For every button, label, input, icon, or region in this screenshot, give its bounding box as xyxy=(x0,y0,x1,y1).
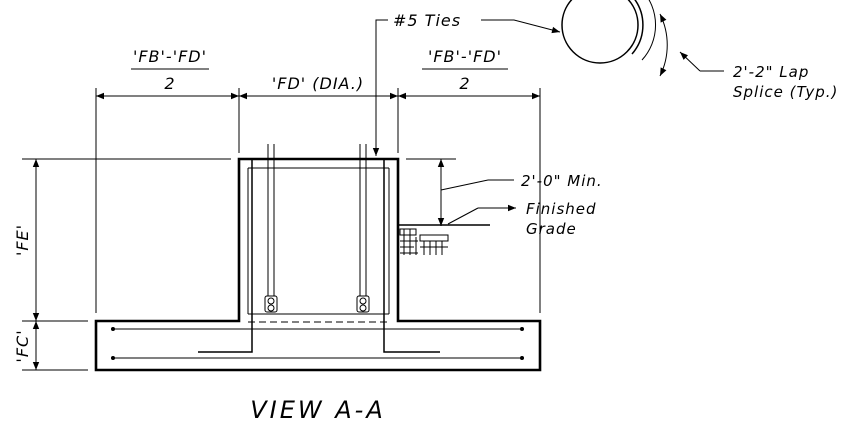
left-half-width-denominator: 2 xyxy=(164,74,175,93)
view-title: VIEW A-A xyxy=(250,396,386,424)
right-half-width-denominator: 2 xyxy=(459,74,470,93)
min-embed-label: 2'-0" Min. xyxy=(521,172,603,190)
lap-splice-label-line2: Splice (Typ.) xyxy=(733,83,838,101)
anchor-bolts xyxy=(264,144,370,313)
footing-thickness-label: 'FC' xyxy=(13,329,32,362)
left-half-width-numerator: 'FB'-'FD' xyxy=(133,47,207,66)
lap-splice-detail xyxy=(561,0,724,77)
ties-label: #5 Ties xyxy=(393,11,461,30)
min-embed-dimension xyxy=(437,159,514,226)
column-diameter-label: 'FD' (DIA.) xyxy=(272,74,364,93)
extension-lines xyxy=(22,88,541,371)
vertical-bars xyxy=(198,160,440,353)
top-dimensions xyxy=(96,68,540,100)
concrete-outline xyxy=(94,157,542,372)
pier-ties xyxy=(247,167,390,323)
footing-reinforcement xyxy=(111,327,524,360)
finished-grade xyxy=(398,204,516,255)
ties-leader xyxy=(372,19,561,156)
lap-splice-label-line1: 2'-2" Lap xyxy=(733,63,809,81)
right-half-width-numerator: 'FB'-'FD' xyxy=(428,47,502,66)
finished-grade-label-line2: Grade xyxy=(526,220,577,238)
pier-height-label: 'FE' xyxy=(13,224,32,256)
finished-grade-label-line1: Finished xyxy=(526,200,597,218)
